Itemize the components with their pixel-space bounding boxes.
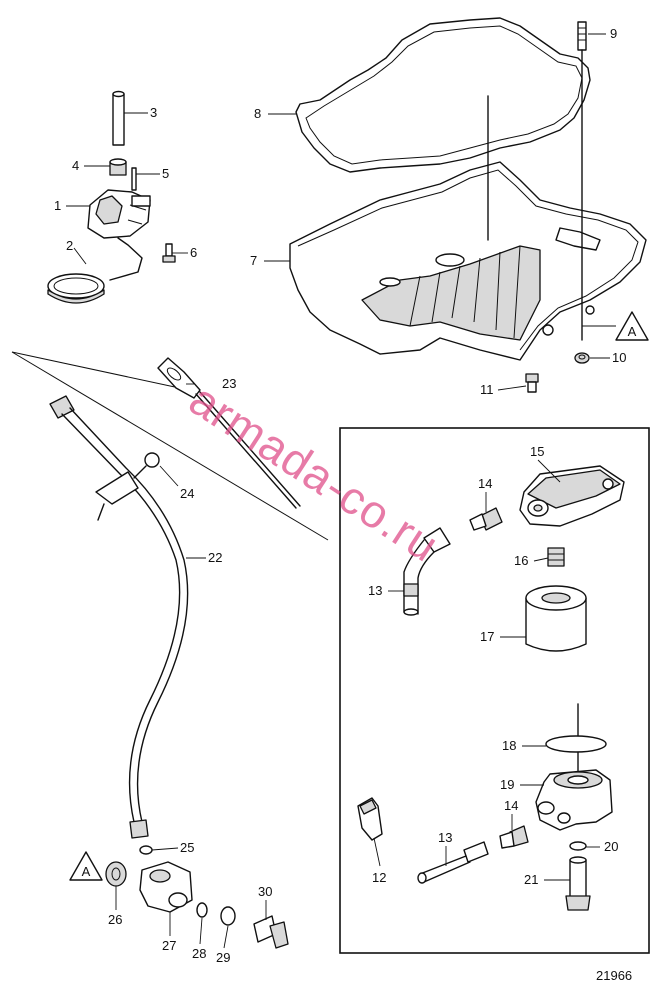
part-15-filter-housing <box>519 465 625 527</box>
callout-16: 16 <box>514 553 528 568</box>
callout-19: 19 <box>500 777 514 792</box>
reference-marker-a-right: A <box>615 311 649 341</box>
part-14-connector-lower <box>499 825 529 849</box>
callout-5: 5 <box>162 166 169 181</box>
part-23-dipstick <box>157 357 301 509</box>
callout-25: 25 <box>180 840 194 855</box>
svg-text:A: A <box>628 324 637 339</box>
part-13-hose-lower <box>417 841 489 884</box>
part-16-nipple <box>547 547 565 567</box>
guide-line <box>11 351 199 393</box>
part-13-hose-upper <box>403 527 451 616</box>
dipstick-tube-assembly: A <box>11 351 329 949</box>
part-30-banjo-bolt <box>253 915 289 949</box>
reference-marker-a-left: A <box>69 851 103 881</box>
part-26-washer <box>105 861 127 887</box>
callout-6: 6 <box>190 245 197 260</box>
callout-13-upper: 13 <box>368 583 382 598</box>
part-8-sump-gasket <box>295 17 591 173</box>
part-10-washer <box>574 352 590 364</box>
callout-4: 4 <box>72 158 79 173</box>
part-14-connector-upper <box>469 507 503 531</box>
callout-14-upper: 14 <box>478 476 492 491</box>
callout-17: 17 <box>480 629 494 644</box>
callout-28: 28 <box>192 946 206 961</box>
leader-lines <box>66 33 616 949</box>
part-29-washer <box>220 906 236 926</box>
part-3-pickup-tube <box>112 90 125 146</box>
detail-frame <box>339 427 650 954</box>
part-18-o-ring <box>545 735 607 753</box>
drawing-number: 21966 <box>596 968 632 983</box>
callout-1: 1 <box>54 198 61 213</box>
part-24-clip <box>133 452 160 479</box>
callout-26: 26 <box>108 912 122 927</box>
callout-9: 9 <box>610 26 617 41</box>
callout-10: 10 <box>612 350 626 365</box>
part-2-oil-strainer <box>47 237 143 304</box>
callout-24: 24 <box>180 486 194 501</box>
callout-15: 15 <box>530 444 544 459</box>
callout-27: 27 <box>162 938 176 953</box>
callout-2: 2 <box>66 238 73 253</box>
callout-23: 23 <box>222 376 236 391</box>
watermark: armada-co.ru <box>181 373 449 572</box>
part-6-bolt <box>162 243 176 263</box>
callout-12: 12 <box>372 870 386 885</box>
svg-text:A: A <box>82 864 91 879</box>
part-11-drain-plug <box>525 373 539 393</box>
part-17-oil-filter <box>525 585 587 652</box>
callout-21: 21 <box>524 872 538 887</box>
callout-7: 7 <box>250 253 257 268</box>
callout-11: 11 <box>480 382 494 397</box>
part-22-dipstick-tube <box>49 395 189 839</box>
oil-filter-box: A <box>339 311 650 954</box>
callout-18: 18 <box>502 738 516 753</box>
callout-30: 30 <box>258 884 272 899</box>
part-25-o-ring <box>139 845 153 855</box>
part-28-washer <box>196 902 208 918</box>
callout-20: 20 <box>604 839 618 854</box>
part-19-filter-adapter <box>535 769 613 831</box>
part-21-relief-valve <box>565 856 591 911</box>
part-4-sleeve <box>109 158 127 176</box>
guide-line <box>11 351 329 541</box>
part-27-banjo-fitting <box>139 861 193 913</box>
part-20-o-ring <box>569 841 587 851</box>
callout-13-lower: 13 <box>438 830 452 845</box>
callout-14-lower: 14 <box>504 798 518 813</box>
callout-22: 22 <box>208 550 222 565</box>
part-1-oil-pump <box>87 189 151 239</box>
part-7-oil-sump <box>289 95 647 361</box>
part-9-stud <box>577 21 587 341</box>
callout-29: 29 <box>216 950 230 965</box>
part-12-bracket-clip <box>357 797 383 841</box>
part-5-pin <box>131 167 137 191</box>
callout-labels: 1 2 3 4 5 6 7 8 9 10 11 12 13 13 14 14 1… <box>54 26 632 983</box>
callout-8: 8 <box>254 106 261 121</box>
callout-3: 3 <box>150 105 157 120</box>
oil-pump-assembly <box>47 90 176 304</box>
